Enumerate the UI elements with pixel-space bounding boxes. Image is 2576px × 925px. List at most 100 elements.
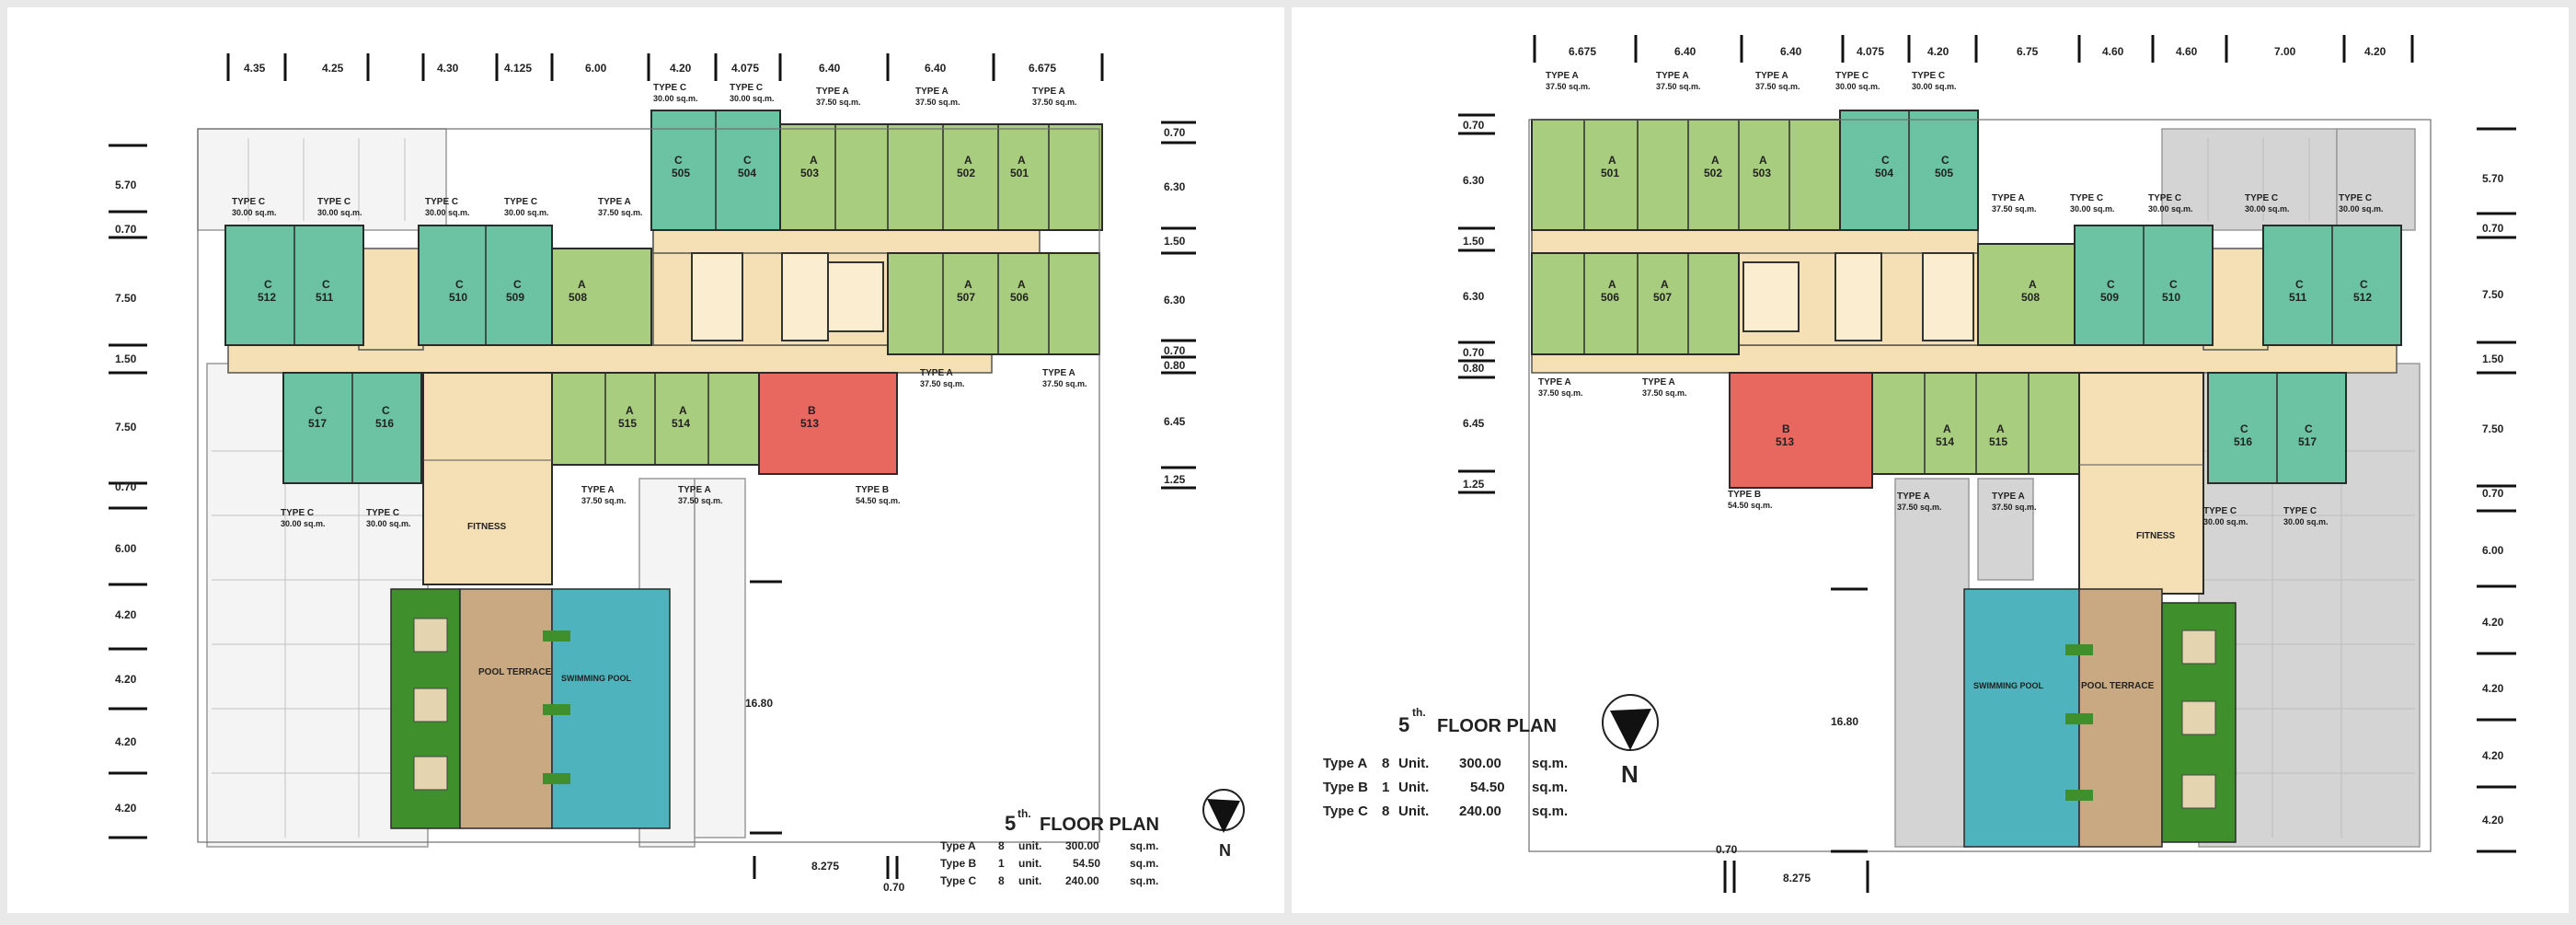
summary-count: 8 — [1382, 756, 1389, 771]
type-area: 30.00 sq.m. — [366, 519, 411, 528]
summary-unit: Unit. — [1398, 804, 1429, 819]
type-area: 37.50 sq.m. — [816, 98, 861, 107]
unit-type: A — [810, 154, 818, 167]
dimension-label: 0.70 — [1716, 843, 1738, 856]
unit-number: 510 — [2162, 291, 2180, 304]
dimension-label: 4.20 — [2482, 616, 2504, 629]
type-area: 30.00 sq.m. — [653, 94, 698, 103]
unit-number: 504 — [1875, 167, 1893, 179]
unit-type-b — [1729, 372, 1873, 489]
dimension-label: 1.50 — [2482, 353, 2504, 365]
type-area: 37.50 sq.m. — [1992, 503, 2037, 512]
summary-count: 8 — [998, 839, 1005, 852]
unit-type: A — [1759, 154, 1767, 167]
unit-type: B — [1782, 422, 1790, 435]
type-name: TYPE C — [1912, 71, 1945, 81]
title-number: 5 — [1005, 812, 1016, 835]
title-superscript: th. — [1018, 807, 1031, 820]
type-area: 30.00 sq.m. — [232, 208, 277, 217]
dimension-label: 6.40 — [1780, 45, 1802, 58]
dimension-label: 6.45 — [1463, 417, 1485, 430]
summary-unit: unit. — [1018, 857, 1041, 870]
dimension-label: 4.60 — [2102, 45, 2124, 58]
dimension-label: 4.20 — [115, 673, 137, 686]
type-area: 30.00 sq.m. — [2148, 204, 2193, 214]
unit-type: A — [964, 154, 972, 167]
unit-type: A — [1018, 278, 1026, 291]
dimension-label: 6.30 — [1164, 294, 1186, 306]
north-label: N — [1219, 841, 1231, 860]
dimension-label: 6.00 — [115, 542, 137, 555]
type-area: 37.50 sq.m. — [1042, 379, 1087, 388]
type-name: TYPE C — [2148, 193, 2181, 203]
dimension-label: 0.70 — [1463, 346, 1485, 359]
fitness-label: FITNESS — [2136, 531, 2176, 541]
type-area: 54.50 sq.m. — [856, 496, 901, 505]
dimension-label: 0.70 — [1463, 119, 1485, 132]
unit-type: A — [578, 278, 586, 291]
type-area: 54.50 sq.m. — [1728, 501, 1773, 510]
unit-type: A — [964, 278, 972, 291]
unit-type: C — [2240, 422, 2248, 435]
dimension-label: 4.20 — [2482, 749, 2504, 762]
unit-summary: Type A 8 Unit. 300.00 sq.m. Type B 1 Uni… — [1323, 756, 1568, 819]
unit-number: 516 — [2234, 435, 2252, 448]
unit-type: A — [2029, 278, 2037, 291]
unit-type: C — [315, 404, 323, 417]
dimension-label: 0.80 — [1164, 359, 1186, 372]
type-area: 37.50 sq.m. — [1546, 82, 1591, 91]
summary-unit: Unit. — [1398, 756, 1429, 771]
summary-area: 54.50 — [1470, 780, 1505, 795]
summary-count: 1 — [998, 857, 1005, 870]
dimension-label: 6.00 — [2482, 544, 2504, 557]
type-name: TYPE C — [317, 197, 351, 207]
summary-area: 240.00 — [1065, 874, 1099, 887]
unit-type: A — [1661, 278, 1669, 291]
type-name: TYPE A — [1032, 87, 1065, 97]
fitness-label: FITNESS — [467, 522, 507, 532]
pool-area: SWIMMING POOL POOL TERRACE — [1963, 588, 2237, 848]
unit-type: C — [382, 404, 390, 417]
summary-type: Type C — [1323, 804, 1368, 819]
summary-count: 8 — [998, 874, 1005, 887]
type-area: 37.50 sq.m. — [678, 496, 723, 505]
type-area: 30.00 sq.m. — [317, 208, 362, 217]
summary-area-unit: sq.m. — [1130, 857, 1158, 870]
unit-type: A — [1018, 154, 1026, 167]
unit-number: 511 — [316, 291, 334, 304]
summary-area-unit: sq.m. — [1532, 756, 1568, 771]
unit-type: C — [2360, 278, 2368, 291]
unit-number: 508 — [569, 291, 587, 304]
dimension-label: 4.25 — [322, 62, 344, 75]
type-name: TYPE C — [425, 197, 458, 207]
type-name: TYPE A — [1992, 491, 2025, 502]
type-name: TYPE A — [915, 87, 949, 97]
summary-area: 54.50 — [1073, 857, 1100, 870]
type-area: 37.50 sq.m. — [1538, 388, 1583, 398]
dimension-label: 1.25 — [1463, 478, 1485, 491]
type-area: 30.00 sq.m. — [425, 208, 470, 217]
unit-number: 504 — [738, 167, 756, 179]
dimension-label: 0.70 — [883, 881, 905, 894]
unit-type: B — [808, 404, 816, 417]
plan-title: 5 th. FLOOR PLAN — [1005, 807, 1159, 835]
summary-type: Type A — [1323, 756, 1368, 771]
dimension-label: 6.00 — [585, 62, 607, 75]
type-name: TYPE C — [730, 83, 763, 93]
summary-area-unit: sq.m. — [1532, 804, 1568, 819]
dimension-label: 4.20 — [2482, 682, 2504, 695]
unit-number: 507 — [1653, 291, 1672, 304]
unit-number: 506 — [1010, 291, 1029, 304]
core-lifts — [691, 252, 884, 341]
unit-type: A — [1608, 154, 1616, 167]
type-name: TYPE C — [2339, 193, 2372, 203]
plan-title: 5 th. FLOOR PLAN — [1398, 706, 1557, 736]
summary-type: Type C — [940, 874, 976, 887]
title-number: 5 — [1398, 713, 1409, 736]
pool-dimension: 16.80 — [1831, 715, 1858, 728]
summary-unit: unit. — [1018, 874, 1041, 887]
type-name: TYPE C — [281, 508, 314, 518]
type-name: TYPE C — [232, 197, 265, 207]
unit-number: 503 — [800, 167, 819, 179]
